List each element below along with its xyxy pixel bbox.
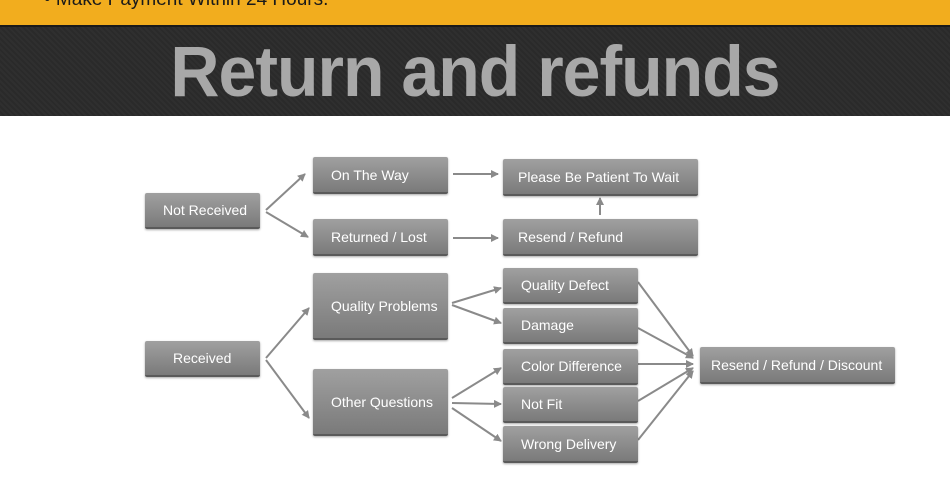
node-damage: Damage bbox=[503, 308, 638, 344]
arrow-not-received-to-on-the-way bbox=[265, 173, 306, 211]
arrow-received-to-quality-problems bbox=[265, 307, 310, 359]
node-color-difference: Color Difference bbox=[503, 349, 638, 385]
node-wrong-delivery: Wrong Delivery bbox=[503, 426, 638, 463]
notice-bar: • Make Payment Within 24 Hours. bbox=[0, 0, 950, 25]
arrow-other-to-wrong bbox=[451, 407, 502, 442]
arrow-other-to-color bbox=[451, 367, 502, 399]
node-resend-refund-discount: Resend / Refund / Discount bbox=[700, 347, 895, 384]
node-returned-lost: Returned / Lost bbox=[313, 219, 448, 256]
node-not-received: Not Received bbox=[145, 193, 260, 229]
arrow-damage-to-final bbox=[637, 327, 694, 359]
node-received: Received bbox=[145, 341, 260, 377]
arrow-received-to-other-questions bbox=[265, 359, 310, 419]
arrow-wrong-to-final bbox=[637, 370, 694, 441]
node-on-the-way: On The Way bbox=[313, 157, 448, 194]
arrow-quality-to-damage bbox=[451, 304, 502, 325]
node-not-fit: Not Fit bbox=[503, 387, 638, 423]
node-quality-problems: Quality Problems bbox=[313, 273, 448, 340]
node-other-questions: Other Questions bbox=[313, 369, 448, 436]
title-banner: Return and refunds bbox=[0, 25, 950, 116]
arrow-other-to-not-fit bbox=[451, 399, 502, 408]
node-please-wait: Please Be Patient To Wait bbox=[503, 159, 698, 196]
node-resend-refund: Resend / Refund bbox=[503, 219, 698, 256]
payment-notice: • Make Payment Within 24 Hours. bbox=[44, 0, 328, 11]
arrow-defect-to-final bbox=[637, 281, 694, 357]
node-quality-defect: Quality Defect bbox=[503, 268, 638, 304]
arrow-notfit-to-final bbox=[637, 367, 694, 402]
arrow-not-received-to-returned-lost bbox=[265, 211, 309, 238]
arrow-quality-to-defect bbox=[451, 286, 502, 304]
page-title: Return and refunds bbox=[170, 32, 780, 112]
